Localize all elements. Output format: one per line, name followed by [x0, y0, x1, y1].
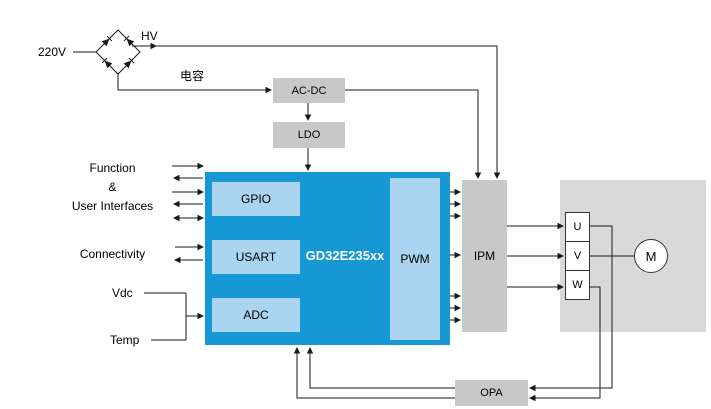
- acdc-to-ipm-wire: [345, 89, 482, 179]
- temp-label: Temp: [110, 333, 140, 347]
- hv-rail-wire: [132, 42, 501, 179]
- pwm-block: PWM: [390, 178, 440, 340]
- ipm-to-phase-wires: [507, 222, 564, 291]
- capacitor-label: 电容: [180, 69, 205, 83]
- vdc-label: Vdc: [112, 286, 133, 300]
- motor-icon: M: [634, 239, 668, 273]
- ipm-block: IPM: [462, 180, 507, 332]
- mains-input-label: 220V: [38, 45, 67, 59]
- usart-block: USART: [212, 240, 300, 274]
- bridge-rectifier-icon: [73, 29, 141, 75]
- opa-block: OPA: [455, 380, 528, 406]
- hv-label: HV: [141, 29, 158, 43]
- adc-block: ADC: [212, 298, 300, 332]
- phase-v-terminal: V: [566, 242, 589, 271]
- gpio-block: GPIO: [212, 182, 300, 216]
- phase-u-terminal: U: [566, 213, 589, 242]
- function-interfaces-label: Function & User Interfaces: [71, 161, 154, 213]
- opa-to-adc-wires: [293, 347, 455, 399]
- connectivity-label: Connectivity: [79, 247, 146, 261]
- usart-io-wires: [174, 243, 204, 264]
- ldo-block: LDO: [273, 122, 345, 148]
- acdc-block: AC-DC: [273, 78, 345, 103]
- phase-w-terminal: W: [572, 279, 583, 291]
- adc-sense-wires: [144, 292, 204, 341]
- phase-terminal-box: U V W: [565, 212, 590, 300]
- pwm-to-ipm-wires: [450, 188, 461, 324]
- mcu-name-label: GD32E235xx: [305, 248, 385, 263]
- gpio-io-wires: [172, 162, 204, 222]
